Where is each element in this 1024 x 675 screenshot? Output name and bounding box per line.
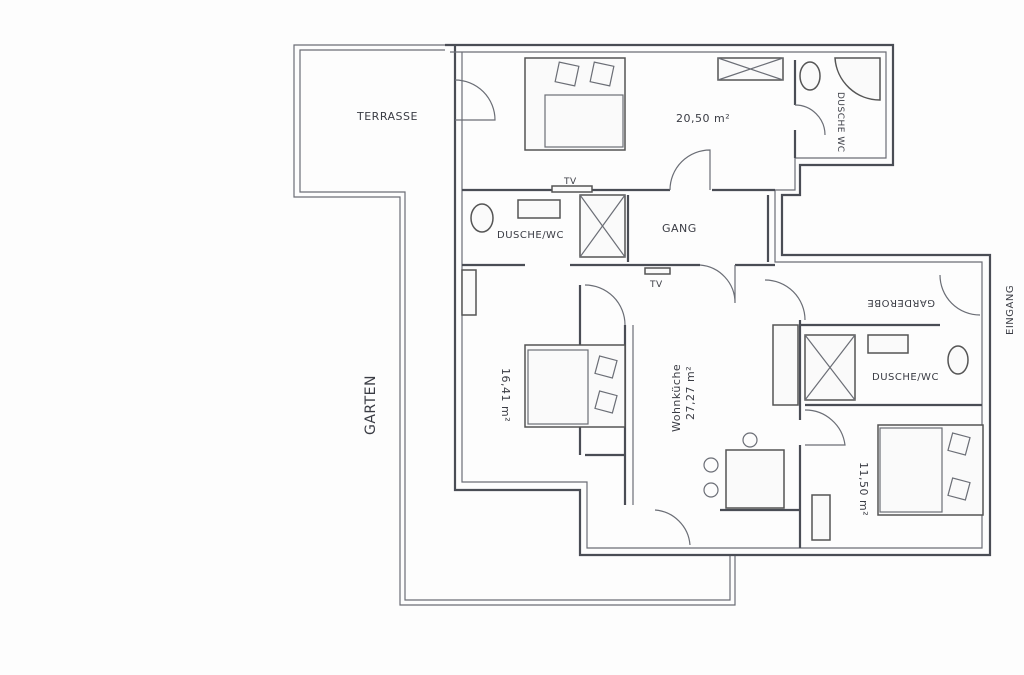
label-terrace: TERRASSE <box>356 110 418 123</box>
label-bedroom-left-area: 16,41 m² <box>499 368 512 422</box>
label-wardrobe: GARDEROBE <box>867 297 935 308</box>
label-shower-wc-middle: DUSCHE/WC <box>497 230 564 241</box>
door-swings <box>454 79 981 546</box>
showers <box>461 57 881 541</box>
bed-left <box>524 344 626 428</box>
label-garden: GARTEN <box>363 375 379 435</box>
label-living-kitchen: Wohnküche <box>670 364 683 432</box>
label-shower-wc-top: DUSCHE WC <box>835 92 845 153</box>
tv-markers <box>551 185 671 275</box>
label-bedroom-right-area: 11,50 m² <box>857 462 870 516</box>
label-bedroom-top-area: 20,50 m² <box>676 112 730 125</box>
label-shower-wc-right: DUSCHE/WC <box>872 372 939 383</box>
bed-right <box>877 424 984 516</box>
dining-table <box>703 432 785 509</box>
terrace-outline <box>293 44 736 606</box>
label-entrance: EINGANG <box>1005 285 1016 335</box>
label-living-kitchen-area: 27,27 m² <box>684 366 697 420</box>
label-hallway: GANG <box>662 222 697 235</box>
outer-walls <box>445 43 992 557</box>
bed-top <box>524 57 626 151</box>
label-tv-top: TV <box>563 177 577 187</box>
label-tv-middle: TV <box>649 280 663 290</box>
toilets-sinks <box>470 61 969 406</box>
